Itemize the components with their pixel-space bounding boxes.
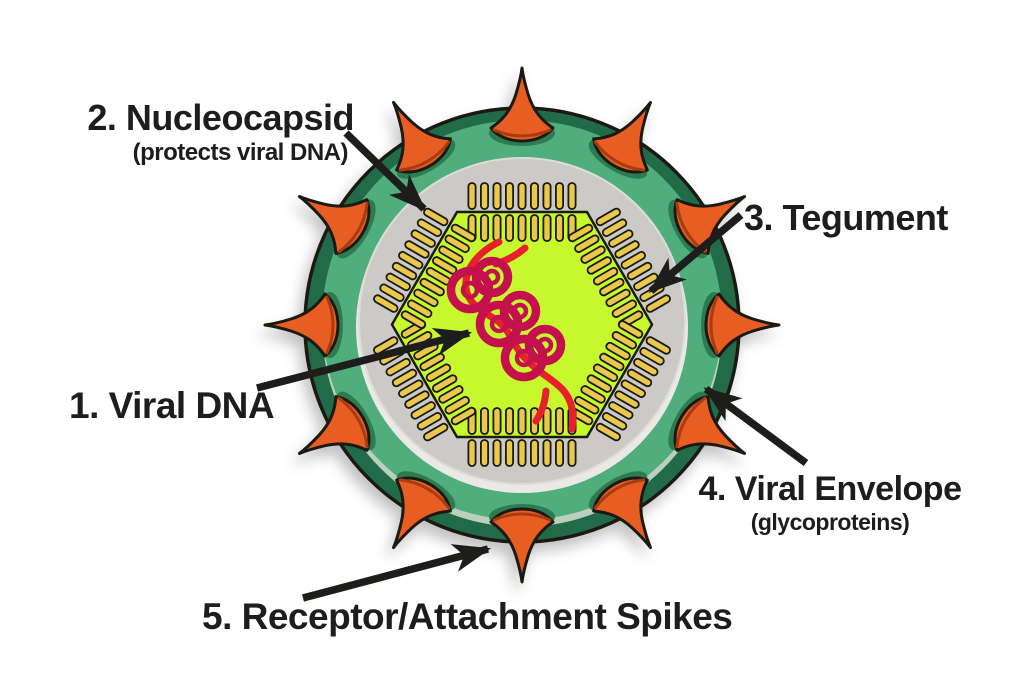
arrow-tegument (648, 212, 744, 294)
callout-arrows (256, 130, 809, 602)
label-nucleocapsid-subtitle: (protects viral DNA) (132, 138, 349, 166)
spike-icon (263, 290, 345, 360)
arrow-nucleocapsid (343, 130, 427, 212)
label-viral-envelope: 4. Viral Envelope (glycoproteins) (663, 471, 997, 535)
label-nucleocapsid: 2. Nucleocapsid (protects viral DNA) (36, 97, 354, 166)
label-receptor-spikes: 5. Receptor/Attachment Spikes (202, 596, 733, 637)
label-receptor-spikes-title: 5. Receptor/Attachment Spikes (202, 596, 733, 637)
label-viral-dna: 1. Viral DNA (69, 385, 275, 426)
spike-icon (487, 502, 557, 584)
arrow-receptor-spikes (302, 544, 492, 602)
virus-particle (263, 66, 781, 584)
label-viral-envelope-subtitle: (glycoproteins) (750, 508, 910, 535)
label-viral-envelope-title: 4. Viral Envelope (698, 470, 962, 508)
arrow-viral-envelope (703, 385, 809, 467)
viral-dna-strand (446, 238, 577, 433)
spike-icon (699, 290, 781, 360)
label-nucleocapsid-title: 2. Nucleocapsid (87, 97, 354, 138)
arrow-viral-dna (256, 327, 473, 392)
label-viral-dna-title: 1. Viral DNA (69, 385, 275, 426)
spike-icon (487, 66, 557, 148)
label-tegument: 3. Tegument (744, 197, 948, 238)
label-tegument-title: 3. Tegument (744, 197, 948, 238)
